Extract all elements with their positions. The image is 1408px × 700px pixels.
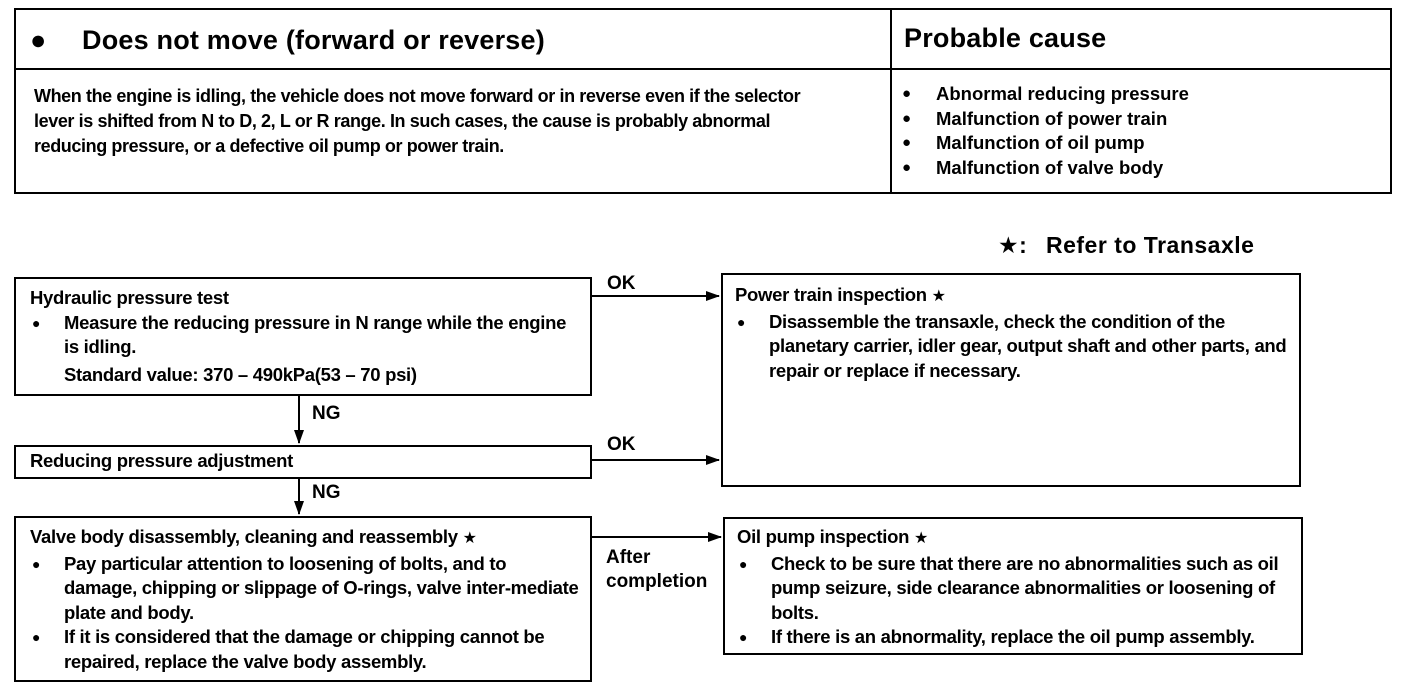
box-title: Reducing pressure adjustment: [30, 450, 293, 471]
star-icon: ★: [462, 530, 477, 547]
ok-label: OK: [607, 273, 636, 294]
box-title: Valve body disassembly, cleaning and rea…: [30, 526, 477, 547]
list-item: Check to be sure that there are no abnor…: [737, 552, 1291, 626]
refer-note-text: Refer to Transaxle: [1046, 232, 1255, 258]
ng-label: NG: [312, 403, 341, 424]
box-title: Oil pump inspection ★: [737, 526, 929, 547]
symptom-heading: ● Does not move (forward or reverse): [30, 24, 880, 56]
reducing-pressure-adjustment-box: Reducing pressure adjustment: [14, 445, 592, 479]
list-item: Abnormal reducing pressure: [902, 82, 1382, 107]
refer-note: ★: Refer to Transaxle: [998, 230, 1328, 260]
symptom-table: ● Does not move (forward or reverse) Prob…: [14, 8, 1392, 194]
star-icon: ★:: [998, 232, 1028, 258]
valve-body-box: Valve body disassembly, cleaning and rea…: [14, 516, 592, 682]
table-column-divider: [890, 10, 892, 192]
standard-value: Standard value: 370 – 490kPa(53 – 70 psi…: [64, 363, 417, 385]
list-item: Malfunction of oil pump: [902, 131, 1382, 156]
box-list: Pay particular attention to loosening of…: [30, 552, 580, 675]
after-completion-label: After completion: [606, 547, 708, 592]
list-item: Malfunction of valve body: [902, 156, 1382, 181]
symptom-description: When the engine is idling, the vehicle d…: [34, 86, 801, 156]
symptom-title: Does not move (forward or reverse): [82, 25, 545, 55]
box-title: Hydraulic pressure test: [30, 287, 229, 308]
bullet-icon: ●: [30, 25, 47, 55]
probable-cause-heading: Probable cause: [904, 23, 1107, 53]
list-item: Measure the reducing pressure in N range…: [30, 311, 580, 360]
box-list: Measure the reducing pressure in N range…: [30, 311, 580, 360]
list-item: Malfunction of power train: [902, 107, 1382, 132]
list-item: Pay particular attention to loosening of…: [30, 552, 580, 626]
list-item: If there is an abnormality, replace the …: [737, 625, 1291, 650]
probable-cause-list: Abnormal reducing pressure Malfunction o…: [902, 82, 1382, 180]
oil-pump-inspection-box: Oil pump inspection ★ Check to be sure t…: [723, 517, 1303, 655]
table-row-divider: [16, 68, 1390, 70]
box-title: Power train inspection ★: [735, 284, 946, 305]
box-list: Disassemble the transaxle, check the con…: [735, 310, 1289, 384]
ok-label: OK: [607, 434, 636, 455]
power-train-inspection-box: Power train inspection ★ Disassemble the…: [721, 273, 1301, 487]
ng-label: NG: [312, 482, 341, 503]
list-item: If it is considered that the damage or c…: [30, 625, 580, 674]
star-icon: ★: [931, 288, 946, 305]
star-icon: ★: [913, 530, 929, 547]
hydraulic-pressure-test-box: Hydraulic pressure test Measure the redu…: [14, 277, 592, 396]
box-list: Check to be sure that there are no abnor…: [737, 552, 1291, 650]
list-item: Disassemble the transaxle, check the con…: [735, 310, 1289, 384]
